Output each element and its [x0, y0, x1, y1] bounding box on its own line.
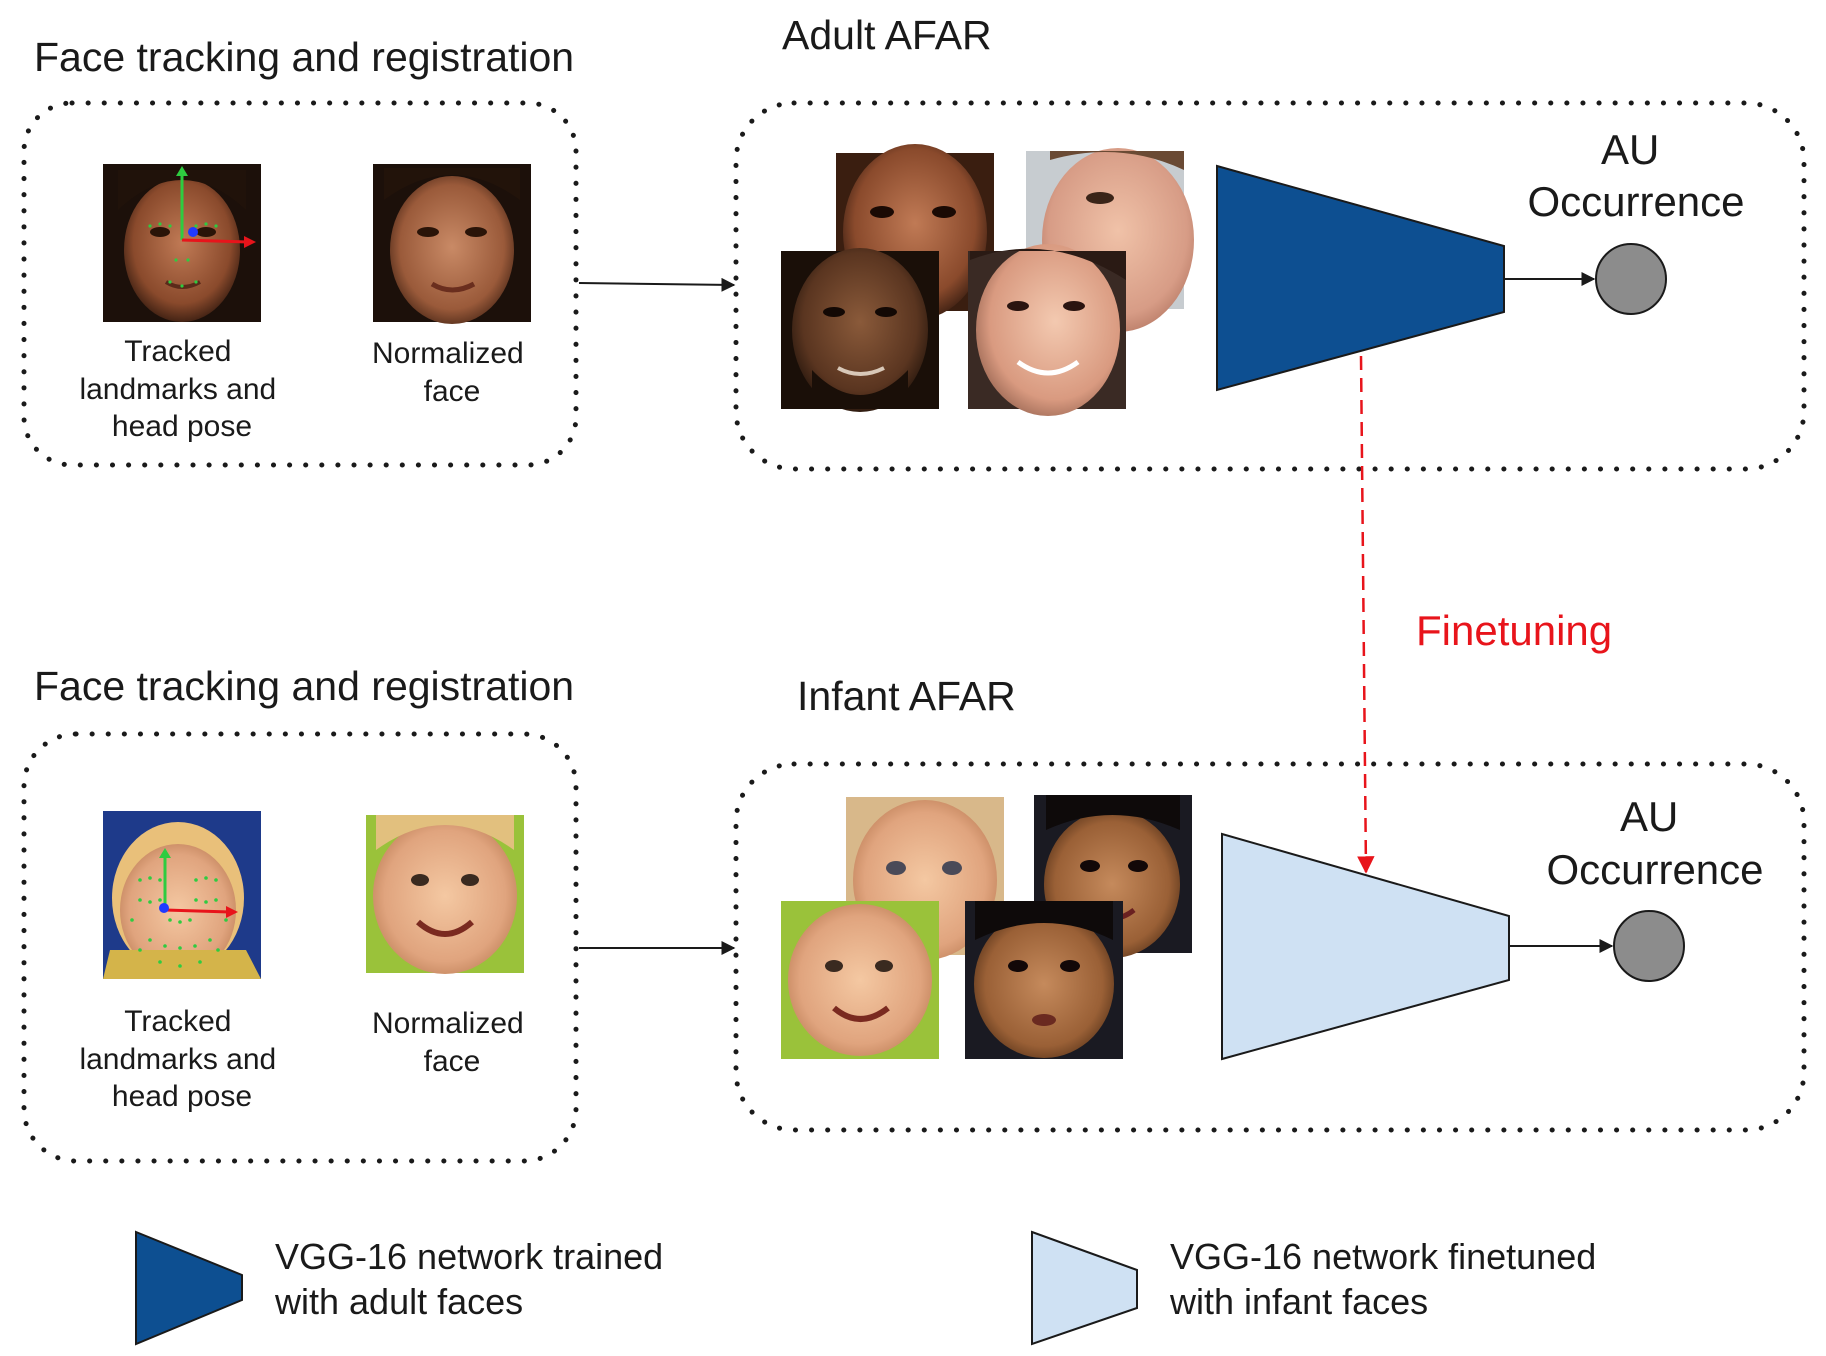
top-au-label: AU Occurrence	[1527, 126, 1744, 225]
finetuning-arrow	[1357, 355, 1375, 874]
top-tracked-face-image	[103, 164, 261, 322]
top-normalized-caption: Normalized face	[372, 337, 532, 408]
bottom-normalized-face-image	[366, 815, 524, 974]
infant-face-4	[965, 901, 1123, 1059]
bottom-tracking-box	[21, 731, 579, 1164]
top-tracking-box	[21, 100, 579, 468]
top-tracked-caption: Tracked landmarks and head pose	[79, 335, 284, 443]
top-tracking-title: Face tracking and registration	[34, 34, 574, 80]
adult-face-4	[968, 244, 1126, 416]
legend-adult-text: VGG-16 network trained with adult faces	[274, 1236, 673, 1322]
adult-face-collage	[781, 144, 1194, 416]
top-normalized-face-image	[373, 164, 531, 324]
bottom-normalized-caption: Normalized face	[372, 1007, 532, 1078]
top-au-node	[1595, 243, 1667, 315]
finetuning-label: Finetuning	[1416, 607, 1612, 654]
legend-infant-network-icon	[1031, 1230, 1138, 1346]
bottom-au-label: AU Occurrence	[1546, 793, 1763, 893]
adult-face-3	[781, 248, 939, 412]
bottom-tracked-caption: Tracked landmarks and head pose	[79, 1005, 284, 1113]
infant-face-3	[781, 901, 939, 1059]
infant-network-trapezoid	[1221, 832, 1510, 1061]
adult-network-trapezoid	[1216, 164, 1505, 392]
top-afar-title: Adult AFAR	[782, 12, 992, 58]
bottom-tracking-title: Face tracking and registration	[34, 663, 574, 709]
bottom-afar-title: Infant AFAR	[797, 673, 1016, 719]
bottom-au-node	[1613, 910, 1685, 982]
top-arrow-to-afar	[578, 277, 736, 292]
bottom-tracked-face-image	[103, 811, 261, 979]
infant-face-collage	[781, 795, 1192, 1059]
legend-adult-network-icon	[135, 1230, 243, 1346]
legend-infant-text: VGG-16 network finetuned with infant fac…	[1169, 1236, 1606, 1322]
